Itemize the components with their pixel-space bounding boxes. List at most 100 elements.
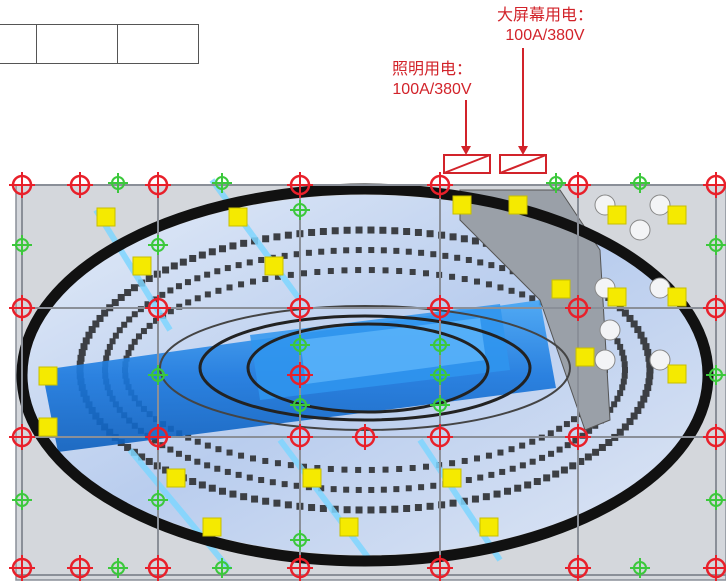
seat-block bbox=[508, 287, 515, 294]
red-rigging-point-icon bbox=[287, 362, 313, 388]
seat-block bbox=[318, 485, 325, 492]
red-rigging-point-icon bbox=[427, 295, 453, 321]
seat-block bbox=[293, 482, 300, 489]
seat-block bbox=[208, 484, 216, 492]
seat-block bbox=[238, 452, 245, 459]
seat-block bbox=[368, 247, 375, 254]
seat-block bbox=[508, 446, 515, 453]
red-rigging-point-icon bbox=[427, 555, 453, 581]
red-rigging-point-icon bbox=[9, 555, 35, 581]
inner-ring-1 bbox=[198, 314, 532, 422]
seat-block bbox=[167, 308, 174, 315]
seat-block bbox=[355, 267, 362, 274]
seat-block bbox=[471, 495, 479, 503]
seat-block bbox=[355, 506, 363, 514]
green-rigging-point-icon bbox=[706, 235, 726, 255]
seat-block bbox=[204, 462, 211, 469]
seat-block bbox=[569, 462, 577, 470]
seat-block bbox=[251, 495, 259, 503]
seat-block bbox=[465, 477, 472, 484]
seat-block bbox=[198, 481, 206, 489]
seat-block bbox=[426, 502, 434, 510]
seat-block bbox=[449, 460, 456, 467]
yellow-fixture-icon bbox=[228, 207, 248, 227]
red-rigging-point-icon bbox=[703, 172, 726, 198]
seat-block bbox=[226, 284, 233, 291]
seat-block bbox=[640, 395, 648, 403]
green-rigging-point-icon bbox=[630, 558, 650, 578]
seat-block bbox=[249, 278, 256, 285]
seat-block bbox=[175, 283, 182, 290]
seat-block bbox=[634, 406, 642, 414]
seat-block bbox=[564, 442, 571, 449]
yellow-fixture-icon bbox=[607, 205, 627, 225]
seat-block bbox=[162, 466, 170, 474]
green-rigging-point-icon bbox=[148, 490, 168, 510]
seat-block bbox=[642, 389, 650, 397]
seat-block bbox=[616, 428, 624, 436]
seat-block bbox=[471, 237, 479, 245]
seat-block bbox=[509, 465, 516, 472]
seat-block bbox=[145, 275, 153, 283]
red-rigging-point-icon bbox=[427, 424, 453, 450]
seat-block bbox=[620, 378, 627, 385]
round-table bbox=[649, 277, 671, 299]
seat-block bbox=[504, 487, 511, 495]
seat-block bbox=[621, 423, 629, 431]
seat-block bbox=[584, 453, 592, 461]
seat-block bbox=[621, 309, 629, 317]
seat-block bbox=[274, 273, 281, 280]
round-tables bbox=[594, 194, 671, 371]
seat-block bbox=[626, 418, 634, 426]
seat-block bbox=[262, 497, 270, 505]
round-table bbox=[594, 349, 616, 371]
red-rigging-point-icon bbox=[287, 172, 313, 198]
seat-block bbox=[194, 295, 201, 302]
seat-block bbox=[577, 457, 585, 465]
seat-block bbox=[382, 267, 389, 274]
round-table bbox=[649, 194, 671, 216]
seat-block bbox=[189, 254, 197, 262]
seat-block bbox=[204, 442, 211, 449]
lighting-power-note: 照明用电： 100A/380V bbox=[392, 60, 472, 100]
seat-block bbox=[262, 235, 270, 243]
green-rigging-point-icon bbox=[12, 490, 32, 510]
seat-block bbox=[449, 273, 456, 280]
seat-block bbox=[592, 448, 600, 456]
seat-block bbox=[219, 245, 226, 253]
seat-block bbox=[145, 457, 153, 465]
seat-block bbox=[287, 462, 294, 469]
screen-power-label: 大屏幕用电： bbox=[497, 7, 594, 24]
yellow-fixture-icon bbox=[442, 468, 462, 488]
seat-block bbox=[126, 316, 133, 323]
seat-block bbox=[184, 454, 191, 461]
seat-block bbox=[474, 455, 481, 462]
seat-block bbox=[488, 471, 495, 478]
seat-block bbox=[124, 289, 132, 297]
seat-block bbox=[240, 239, 248, 247]
seat-block bbox=[368, 486, 375, 493]
backstage-block bbox=[459, 189, 611, 431]
yellow-fixture-icon bbox=[339, 517, 359, 537]
seat-block bbox=[543, 474, 551, 482]
green-rigging-point-icon bbox=[706, 490, 726, 510]
seat-block bbox=[640, 337, 648, 345]
seat-block bbox=[281, 481, 288, 488]
seat-block bbox=[391, 227, 399, 235]
seat-block bbox=[403, 228, 411, 236]
seat-block bbox=[355, 466, 362, 473]
seat-block bbox=[646, 360, 654, 368]
seat-block bbox=[343, 247, 350, 254]
red-rigging-point-icon bbox=[9, 295, 35, 321]
seat-block bbox=[598, 443, 606, 451]
screen-power-spec: 100A/380V bbox=[505, 27, 585, 44]
seat-block bbox=[645, 354, 653, 362]
seat-block bbox=[423, 463, 430, 470]
seat-block bbox=[106, 343, 113, 350]
green-rigging-point-icon bbox=[290, 200, 310, 220]
seat-block bbox=[175, 450, 182, 457]
seat-block bbox=[396, 465, 403, 472]
seat-block bbox=[215, 446, 222, 453]
seat-block bbox=[300, 463, 307, 470]
